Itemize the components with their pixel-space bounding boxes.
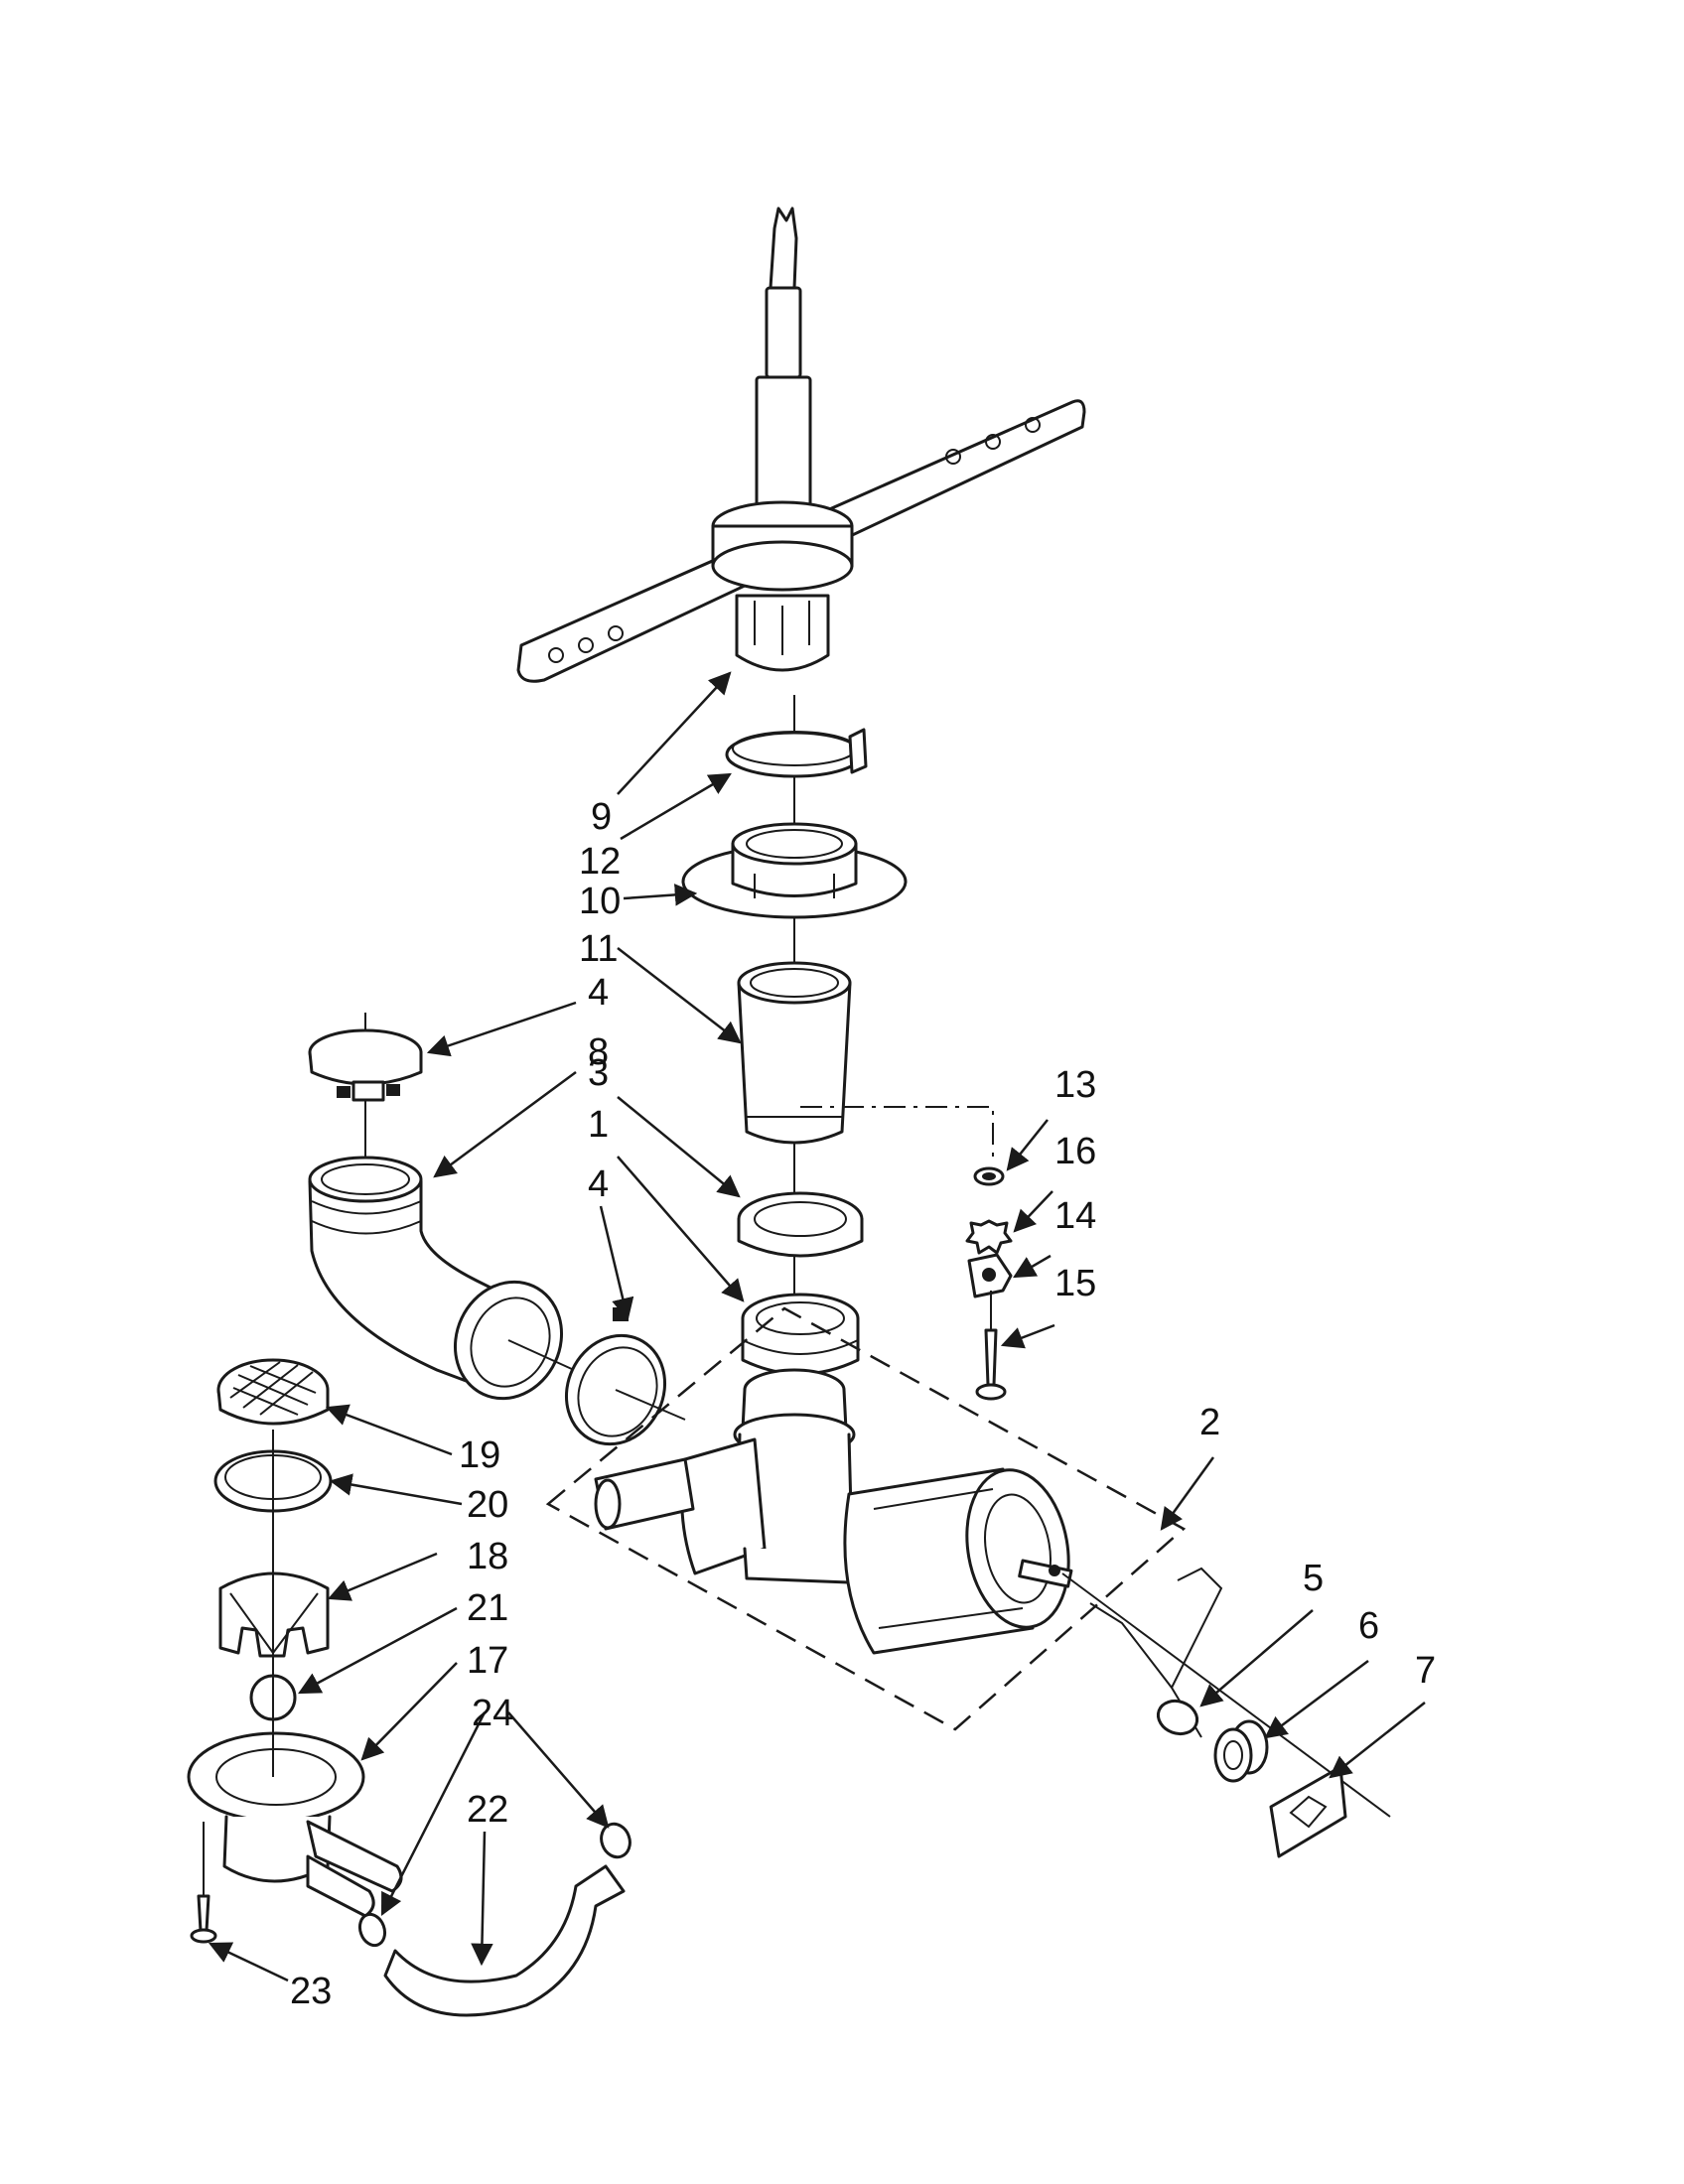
part-10-flanged-collar xyxy=(681,822,908,919)
part-1-seal xyxy=(741,1293,860,1376)
part-8-bearing-ring xyxy=(737,1191,864,1258)
part-17-sump-housing xyxy=(187,1430,403,1918)
part-13-nut xyxy=(800,1106,1005,1186)
callout-14: 14 xyxy=(1054,1195,1096,1237)
part-9-spray-arm xyxy=(516,206,1086,683)
callout-7: 7 xyxy=(1415,1650,1436,1692)
callout-22: 22 xyxy=(467,1789,508,1831)
callout-24: 24 xyxy=(472,1693,513,1734)
part-14-bracket xyxy=(967,1253,1013,1298)
callout-4-upper: 4 xyxy=(588,972,609,1014)
callout-12: 12 xyxy=(579,841,621,883)
part-7-gasket xyxy=(1269,1765,1347,1858)
part-2-pump-motor-assembly xyxy=(545,1306,1391,1818)
callout-19: 19 xyxy=(459,1434,500,1476)
part-23-screw xyxy=(190,1894,217,1944)
callout-3: 3 xyxy=(588,1052,609,1094)
callout-9: 9 xyxy=(591,796,612,838)
callout-5: 5 xyxy=(1303,1558,1324,1599)
part-4-hose-clamp-lower xyxy=(564,1307,686,1446)
part-15-screw xyxy=(975,1291,1007,1401)
callout-21: 21 xyxy=(467,1587,508,1629)
callout-6: 6 xyxy=(1358,1605,1379,1647)
callout-4-lower: 4 xyxy=(588,1163,609,1205)
callout-1: 1 xyxy=(588,1104,609,1146)
part-16-star-washer xyxy=(965,1219,1013,1255)
leader-lines xyxy=(208,671,1426,1982)
callout-2: 2 xyxy=(1199,1402,1220,1443)
callout-labels: 9 12 10 11 4 8 3 1 4 13 16 14 15 2 5 6 7… xyxy=(290,796,1436,2012)
part-5-spring-clip xyxy=(1156,1699,1199,1736)
part-3-elbow-hose xyxy=(308,1156,597,1401)
callout-13: 13 xyxy=(1054,1064,1096,1106)
callout-20: 20 xyxy=(467,1484,508,1526)
part-22-drain-hose xyxy=(383,1864,626,2017)
part-12-clip-ring xyxy=(725,728,868,778)
part-6-grommet xyxy=(1213,1719,1269,1783)
callout-17: 17 xyxy=(467,1640,508,1682)
callout-8: 8 xyxy=(588,1031,609,1073)
callout-23: 23 xyxy=(290,1971,332,2012)
callout-10: 10 xyxy=(579,881,621,922)
callout-18: 18 xyxy=(467,1536,508,1577)
callout-15: 15 xyxy=(1054,1263,1096,1304)
part-19-grille xyxy=(216,1358,330,1426)
part-24-hose-clamps xyxy=(357,1822,632,1948)
part-11-cup-bushing xyxy=(737,961,852,1145)
callout-11: 11 xyxy=(579,928,618,970)
callout-16: 16 xyxy=(1054,1131,1096,1172)
